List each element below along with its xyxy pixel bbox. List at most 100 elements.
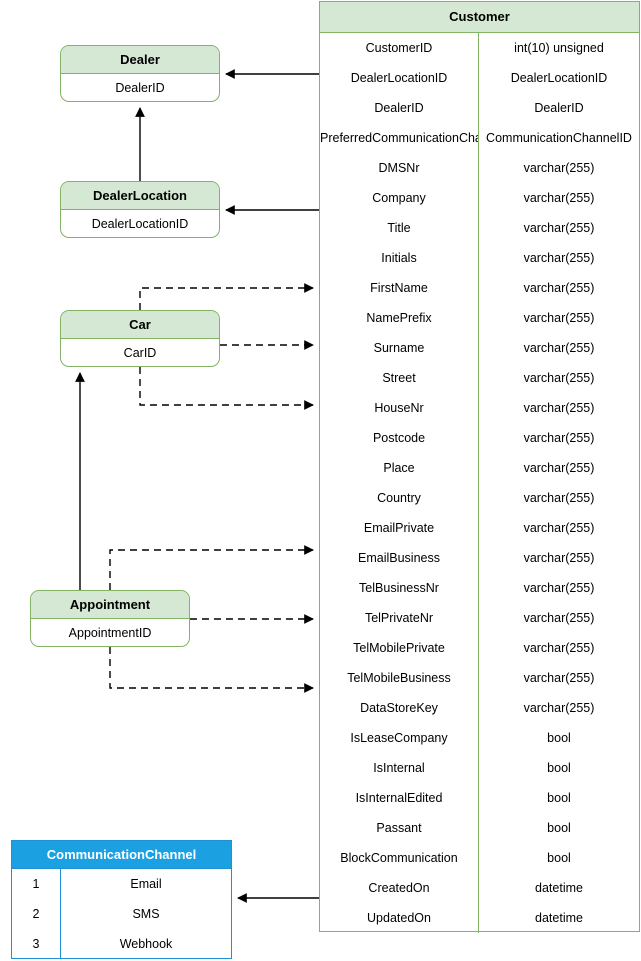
entity-key-dealer: DealerID: [115, 81, 165, 95]
customer-field-type: varchar(255): [523, 431, 595, 445]
lookup-title-communicationchannel: CommunicationChannel: [12, 841, 231, 869]
customer-field-type: DealerLocationID: [510, 71, 608, 85]
customer-field-name: Title: [320, 213, 479, 243]
customer-field-name: UpdatedOn: [320, 903, 479, 933]
table-row: DataStoreKey varchar(255): [320, 693, 639, 723]
entity-title-customer: Customer: [320, 2, 639, 33]
communicationchannel-id: 3: [12, 929, 61, 959]
customer-field-type: varchar(255): [523, 221, 595, 235]
customer-field-type: bool: [547, 821, 571, 835]
customer-field-name: Postcode: [320, 423, 479, 453]
customer-field-name: DealerLocationID: [320, 63, 479, 93]
table-row: DealerID DealerID: [320, 93, 639, 123]
connector-car-to-customer-3: [139, 367, 314, 410]
customer-field-name: Place: [320, 453, 479, 483]
customer-field-type: varchar(255): [523, 401, 595, 415]
customer-field-type: varchar(255): [523, 641, 595, 655]
entity-title-dealerlocation: DealerLocation: [61, 182, 219, 210]
communicationchannel-id: 2: [12, 899, 61, 929]
customer-field-type: varchar(255): [523, 701, 595, 715]
customer-field-name: IsLeaseCompany: [320, 723, 479, 753]
table-row: Initials varchar(255): [320, 243, 639, 273]
customer-field-type: varchar(255): [523, 251, 595, 265]
communicationchannel-label: SMS: [132, 907, 160, 921]
customer-field-type: varchar(255): [523, 521, 595, 535]
connector-car-to-customer-1: [139, 283, 314, 310]
customer-field-name: EmailBusiness: [320, 543, 479, 573]
customer-field-type: datetime: [535, 881, 583, 895]
customer-field-type: bool: [547, 731, 571, 745]
entity-title-dealer: Dealer: [61, 46, 219, 74]
entity-box-appointment[interactable]: Appointment AppointmentID: [30, 590, 190, 647]
customer-field-type: varchar(255): [523, 461, 595, 475]
table-row: Postcode varchar(255): [320, 423, 639, 453]
table-row: TelBusinessNr varchar(255): [320, 573, 639, 603]
table-row: DMSNr varchar(255): [320, 153, 639, 183]
connector-appointment-to-customer-1: [109, 545, 314, 590]
customer-field-name: Surname: [320, 333, 479, 363]
entity-box-dealerlocation[interactable]: DealerLocation DealerLocationID: [60, 181, 220, 238]
customer-field-type: int(10) unsigned: [514, 41, 604, 55]
table-row: BlockCommunication bool: [320, 843, 639, 873]
entity-title-appointment: Appointment: [31, 591, 189, 619]
entity-key-appointment: AppointmentID: [68, 626, 152, 640]
table-row: 2 SMS: [12, 899, 231, 929]
customer-field-name: DealerID: [320, 93, 479, 123]
customer-field-type: varchar(255): [523, 191, 595, 205]
entity-key-dealerlocation: DealerLocationID: [91, 217, 189, 231]
table-row: HouseNr varchar(255): [320, 393, 639, 423]
customer-field-type: CommunicationChannelID: [486, 131, 632, 145]
customer-field-type: DealerID: [534, 101, 584, 115]
customer-field-type: varchar(255): [523, 611, 595, 625]
table-row: Place varchar(255): [320, 453, 639, 483]
customer-field-type: bool: [547, 791, 571, 805]
customer-field-name: CustomerID: [320, 33, 479, 63]
customer-field-name: HouseNr: [320, 393, 479, 423]
table-row: TelPrivateNr varchar(255): [320, 603, 639, 633]
customer-field-type: varchar(255): [523, 551, 595, 565]
customer-field-type: bool: [547, 851, 571, 865]
table-row: DealerLocationID DealerLocationID: [320, 63, 639, 93]
customer-field-name: BlockCommunication: [320, 843, 479, 873]
communicationchannel-label: Email: [130, 877, 162, 891]
entity-key-car: CarID: [123, 346, 157, 360]
customer-field-name: IsInternal: [320, 753, 479, 783]
customer-field-name: DMSNr: [320, 153, 479, 183]
customer-field-name: Initials: [320, 243, 479, 273]
customer-field-type: varchar(255): [523, 491, 595, 505]
table-row: EmailBusiness varchar(255): [320, 543, 639, 573]
customer-field-type: varchar(255): [523, 161, 595, 175]
customer-field-name: TelBusinessNr: [320, 573, 479, 603]
customer-field-name: PreferredCommunicationCha: [320, 123, 479, 153]
table-row: Street varchar(255): [320, 363, 639, 393]
table-row: PreferredCommunicationCha CommunicationCh…: [320, 123, 639, 153]
customer-field-name: TelPrivateNr: [320, 603, 479, 633]
customer-field-name: DataStoreKey: [320, 693, 479, 723]
customer-field-type: varchar(255): [523, 371, 595, 385]
customer-field-name: TelMobilePrivate: [320, 633, 479, 663]
customer-field-type: varchar(255): [523, 581, 595, 595]
table-row: TelMobilePrivate varchar(255): [320, 633, 639, 663]
connector-appointment-to-customer-3: [109, 647, 314, 693]
entity-box-car[interactable]: Car CarID: [60, 310, 220, 367]
customer-field-name: EmailPrivate: [320, 513, 479, 543]
entity-box-dealer[interactable]: Dealer DealerID: [60, 45, 220, 102]
table-row: CustomerID int(10) unsigned: [320, 33, 639, 63]
customer-field-type: varchar(255): [523, 311, 595, 325]
table-row: IsLeaseCompany bool: [320, 723, 639, 753]
customer-field-name: Street: [320, 363, 479, 393]
table-row: EmailPrivate varchar(255): [320, 513, 639, 543]
